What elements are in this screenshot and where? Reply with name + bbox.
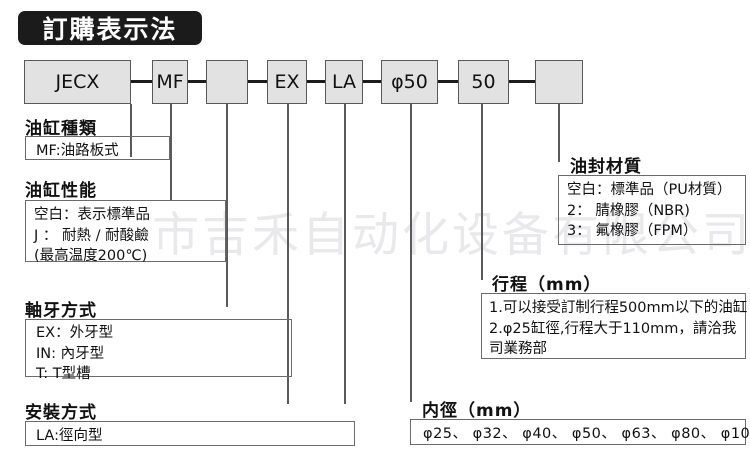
connector-3 [248, 80, 267, 83]
stroke-line-1: 1.可以接受訂制行程500mm以下的油缸 [489, 300, 748, 316]
connector-5 [363, 80, 381, 83]
panel-stroke: 1.可以接受訂制行程500mm以下的油缸 2.φ25缸徑,行程大于110mm，請… [481, 293, 748, 359]
drop-line-stroke [481, 104, 483, 280]
code-box-cylinder-type[interactable]: MF [152, 60, 188, 104]
seal-material-line-1: 空白：標準品（PU材質） [567, 182, 732, 198]
mounting-type-line-1: LA:徑向型 [36, 428, 103, 444]
heading-seal-material: 油封材質 [570, 157, 642, 177]
code-box-model[interactable]: JECX [24, 60, 131, 104]
code-box-performance[interactable] [206, 60, 248, 104]
thread-type-line-3: T: T型槽 [36, 366, 91, 383]
code-box-thread-type[interactable]: EX [267, 60, 307, 104]
panel-cylinder-performance: 空白：表示標準品 J ： 耐熱 / 耐酸鹼 (最高温度200℃) [25, 200, 226, 264]
drop-line-cylinder-type [170, 104, 172, 201]
code-box-bore[interactable]: φ50 [381, 60, 438, 104]
drop-line-seal-material [558, 104, 560, 162]
heading-cylinder-type: 油缸種類 [25, 119, 97, 139]
connector-6 [438, 80, 458, 83]
panel-bore: φ25、 φ32、 φ40、 φ50、 φ63、 φ80、 φ100 [410, 419, 750, 445]
code-box-mounting-type[interactable]: LA [325, 60, 363, 104]
drop-line-thread-type [287, 104, 289, 404]
connector-2 [188, 80, 206, 83]
heading-cylinder-performance: 油缸性能 [25, 181, 97, 201]
heading-thread-type: 軸牙方式 [25, 301, 97, 321]
connector-1 [131, 80, 152, 83]
stroke-line-2: 2.φ25缸徑,行程大于110mm，請洽我 [489, 320, 737, 337]
company-watermark: 市吉禾自动化设备有限公司 [152, 208, 750, 263]
panel-seal-material: 空白：標準品（PU材質） 2： 腈橡膠（NBR) 3： 氟橡膠（FPM） [558, 175, 746, 245]
bore-line-1: φ25、 φ32、 φ40、 φ50、 φ63、 φ80、 φ100 [423, 426, 750, 442]
seal-material-line-2: 2： 腈橡膠（NBR) [567, 202, 690, 219]
page-title-banner: 訂購表示法 [18, 11, 202, 45]
cylinder-performance-line-2: J ： 耐熱 / 耐酸鹼 [34, 227, 149, 244]
thread-type-line-2: IN: 內牙型 [36, 345, 105, 362]
code-box-seal-material[interactable] [535, 60, 583, 104]
drop-line-performance [226, 104, 228, 307]
drop-line-bore [410, 104, 412, 402]
panel-thread-type: EX：外牙型 IN: 內牙型 T: T型槽 [25, 319, 292, 382]
panel-cylinder-type: MF:油路板式 [25, 136, 170, 160]
seal-material-line-3: 3： 氟橡膠（FPM） [567, 223, 698, 240]
heading-bore: 内徑（mm） [422, 401, 532, 421]
page-title: 訂購表示法 [42, 15, 178, 44]
thread-type-line-1: EX：外牙型 [36, 325, 114, 341]
drop-line-mounting-type [344, 104, 346, 404]
drop-line-model [130, 104, 132, 157]
heading-stroke: 行程（mm） [492, 275, 602, 295]
cylinder-type-line-1: MF:油路板式 [36, 143, 119, 159]
cylinder-performance-line-1: 空白：表示標準品 [34, 207, 150, 223]
panel-mounting-type: LA:徑向型 [25, 421, 355, 446]
code-box-stroke[interactable]: 50 [458, 60, 509, 104]
connector-7 [509, 80, 535, 83]
connector-4 [307, 80, 325, 83]
heading-mounting-type: 安裝方式 [25, 403, 97, 423]
stroke-line-3: 司業務部 [489, 341, 547, 358]
cylinder-performance-line-3: (最高温度200℃) [34, 248, 148, 265]
